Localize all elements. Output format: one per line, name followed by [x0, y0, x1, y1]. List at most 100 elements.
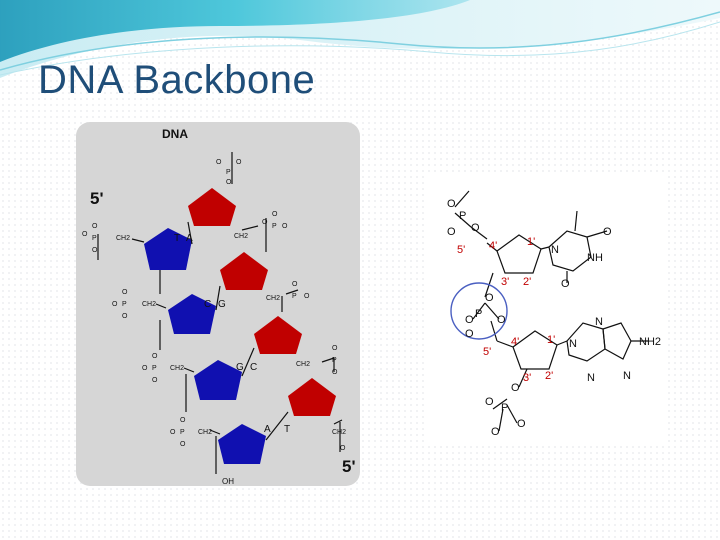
nucleotide-structure-diagram: O P O O N O NH O O O P O O N N NH2 N N O… — [427, 173, 667, 445]
five-prime-end-bottom: 5' — [342, 457, 356, 476]
svg-text:CH2: CH2 — [116, 235, 130, 242]
svg-text:O: O — [332, 345, 338, 352]
label-top-2prime: 2' — [523, 276, 531, 288]
svg-text:CH2: CH2 — [142, 301, 156, 308]
svg-text:P: P — [92, 235, 97, 242]
atom-p-1: P — [459, 210, 466, 222]
atom-o-9: O — [465, 328, 474, 340]
sugar-right-2 — [220, 252, 268, 290]
label-bot-3prime: 3' — [523, 372, 531, 384]
dna-heading: DNA — [162, 127, 188, 141]
atom-o-8: O — [497, 314, 506, 326]
svg-text:P: P — [152, 365, 157, 372]
svg-text:O: O — [304, 293, 310, 300]
atom-o-3: O — [447, 226, 456, 238]
atom-o-13: O — [491, 426, 500, 438]
atom-nh2: NH2 — [639, 336, 661, 348]
base-right-4: T — [284, 424, 290, 435]
svg-text:P: P — [226, 169, 231, 176]
label-bot-1prime: 1' — [547, 334, 555, 346]
atom-n-1: N — [551, 244, 559, 256]
svg-text:O: O — [262, 219, 268, 226]
base-right-1: A — [186, 233, 193, 244]
atom-n-3: N — [595, 316, 603, 328]
svg-text:CH2: CH2 — [170, 365, 184, 372]
atom-o-7: O — [465, 314, 474, 326]
atom-n-4: N — [587, 372, 595, 384]
label-top-1prime: 1' — [527, 236, 535, 248]
svg-text:CH2: CH2 — [198, 429, 212, 436]
svg-text:O: O — [142, 365, 148, 372]
nucleotide-structure-svg: O P O O N O NH O O O P O O N N NH2 N N O… — [447, 190, 661, 438]
base-left-1: T — [174, 233, 180, 244]
label-top-5prime: 5' — [457, 244, 465, 256]
sugar-left-4 — [218, 424, 266, 464]
svg-text:O: O — [292, 281, 298, 288]
atom-o-11: O — [485, 396, 494, 408]
atom-o-1: O — [447, 198, 456, 210]
base-left-2: C — [204, 299, 211, 310]
svg-text:CH2: CH2 — [234, 233, 248, 240]
svg-text:P: P — [122, 301, 127, 308]
svg-text:O: O — [236, 159, 242, 166]
atom-p-3: P — [501, 402, 508, 414]
svg-text:O: O — [332, 369, 338, 376]
svg-text:P: P — [332, 357, 337, 364]
svg-text:O: O — [92, 247, 98, 254]
label-bot-4prime: 4' — [511, 336, 519, 348]
atom-o-6: O — [485, 292, 494, 304]
atom-nh: NH — [587, 252, 603, 264]
sugar-left-1 — [144, 228, 192, 270]
svg-text:P: P — [180, 429, 185, 436]
sugar-right-1 — [188, 188, 236, 226]
atom-n-5: N — [623, 370, 631, 382]
svg-text:O: O — [152, 353, 158, 360]
svg-text:CH2: CH2 — [332, 429, 346, 436]
atom-o-10: O — [511, 382, 520, 394]
sugar-left-2 — [168, 294, 216, 334]
svg-text:P: P — [272, 223, 277, 230]
svg-text:CH2: CH2 — [266, 295, 280, 302]
sugar-right-3 — [254, 316, 302, 354]
svg-text:O: O — [216, 159, 222, 166]
atom-o-12: O — [517, 418, 526, 430]
svg-text:O: O — [92, 223, 98, 230]
atom-o-5: O — [561, 278, 570, 290]
sugar-right-4 — [288, 378, 336, 416]
base-left-3: G — [236, 362, 244, 373]
slide-title: DNA Backbone — [38, 58, 316, 102]
svg-text:O: O — [340, 445, 346, 452]
svg-text:P: P — [292, 293, 297, 300]
svg-text:O: O — [82, 231, 88, 238]
header-swoosh-decoration — [0, 0, 720, 78]
svg-text:O: O — [122, 313, 128, 320]
label-bot-2prime: 2' — [545, 370, 553, 382]
svg-text:CH2: CH2 — [296, 361, 310, 368]
label-top-4prime: 4' — [489, 240, 497, 252]
svg-text:O: O — [180, 417, 186, 424]
svg-text:O: O — [170, 429, 176, 436]
atom-n-2: N — [569, 338, 577, 350]
atom-p-2: P — [475, 308, 482, 320]
svg-text:O: O — [112, 301, 118, 308]
base-right-2: G — [218, 299, 226, 310]
svg-text:O: O — [282, 223, 288, 230]
atom-o-4: O — [603, 226, 612, 238]
svg-text:O: O — [180, 441, 186, 448]
sugar-left-3 — [194, 360, 242, 400]
hydroxyl-label: OH — [222, 477, 234, 486]
highlighted-phosphate-circle — [450, 282, 508, 340]
svg-text:O: O — [152, 377, 158, 384]
svg-text:O: O — [272, 211, 278, 218]
label-bot-5prime: 5' — [483, 346, 491, 358]
five-prime-end-top: 5' — [90, 189, 104, 208]
base-left-4: A — [264, 424, 271, 435]
svg-text:O: O — [226, 179, 232, 186]
atom-o-2: O — [471, 222, 480, 234]
base-right-3: C — [250, 362, 257, 373]
label-top-3prime: 3' — [501, 276, 509, 288]
svg-text:O: O — [122, 289, 128, 296]
